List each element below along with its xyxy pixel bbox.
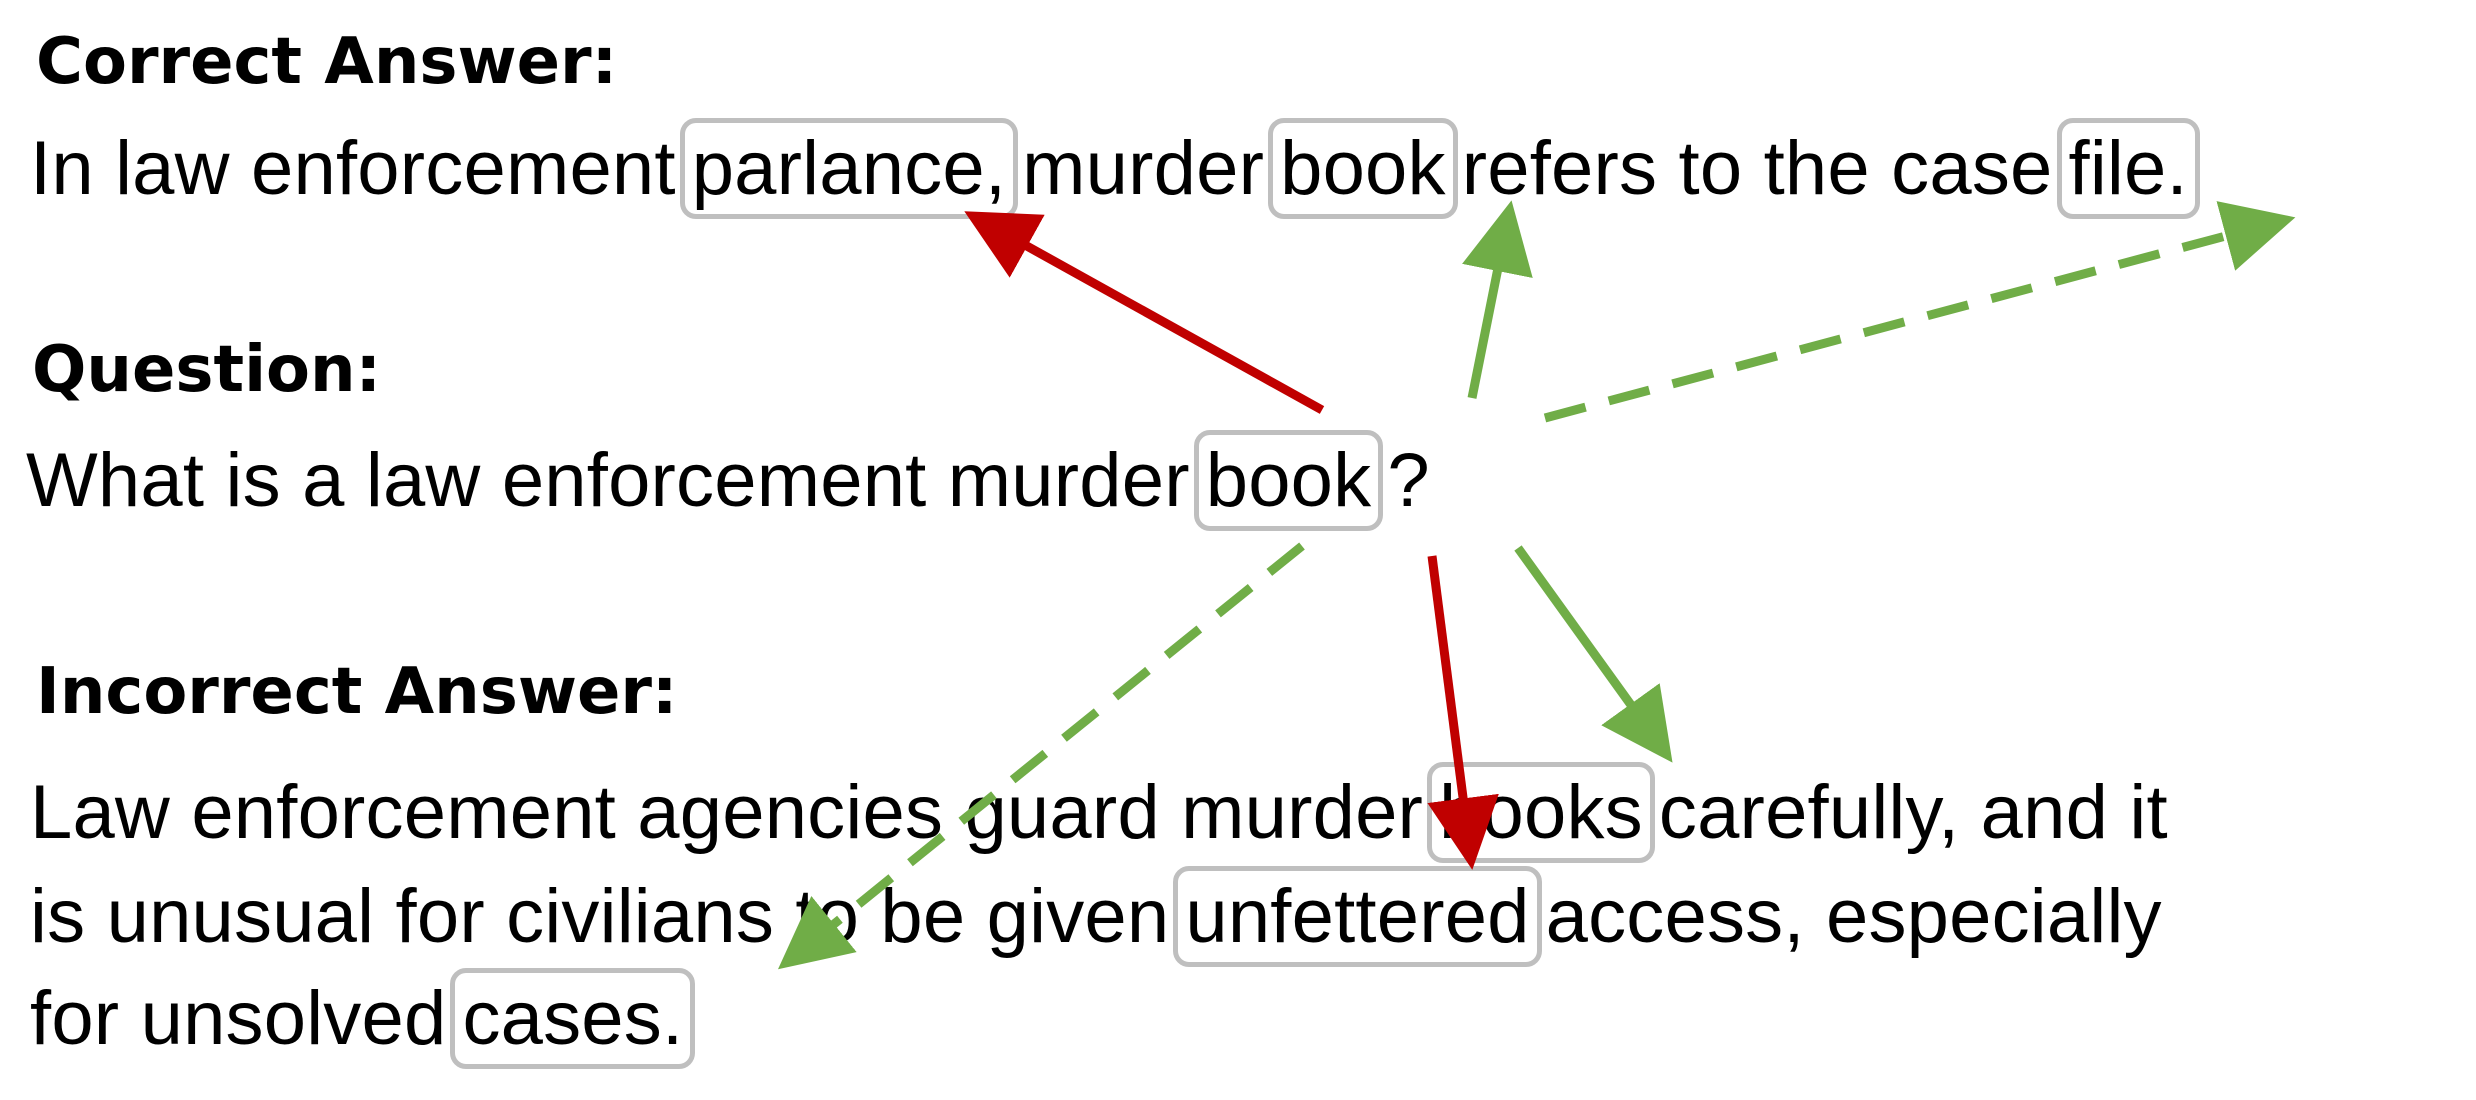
question-heading: Question:	[32, 333, 382, 407]
correct-answer-heading: Correct Answer:	[36, 25, 618, 99]
question-text-1: What is a law enforcement murder	[26, 438, 1190, 523]
token-books: books	[1427, 762, 1655, 864]
question-text-2: ?	[1387, 438, 1430, 523]
correct-text-3: refers to the case	[1461, 126, 2053, 211]
incorrect-text-4: access, especially	[1545, 874, 2162, 959]
incorrect-answer-heading: Incorrect Answer:	[36, 655, 678, 729]
correct-text-2: murder	[1022, 126, 1265, 211]
token-parlance: parlance,	[679, 118, 1019, 220]
incorrect-text-1: Law enforcement agencies guard murder	[30, 770, 1424, 855]
incorrect-text-5: for unsolved	[30, 976, 447, 1061]
arrow-to-books	[1514, 545, 1673, 763]
incorrect-text-3: is unusual for civilians to be given	[30, 874, 1170, 959]
arrow-to-parlance	[964, 211, 1325, 414]
arrow-to-file	[1543, 201, 2296, 423]
token-unfettered: unfettered	[1173, 866, 1542, 968]
arrow-to-book	[1462, 200, 1533, 399]
correct-text-1: In law enforcement	[30, 126, 676, 211]
token-book-question: book	[1193, 430, 1384, 532]
token-file: file.	[2056, 118, 2200, 220]
token-book-answer: book	[1268, 118, 1458, 220]
incorrect-text-2: carefully, and it	[1658, 770, 2168, 855]
token-cases: cases.	[450, 968, 696, 1070]
